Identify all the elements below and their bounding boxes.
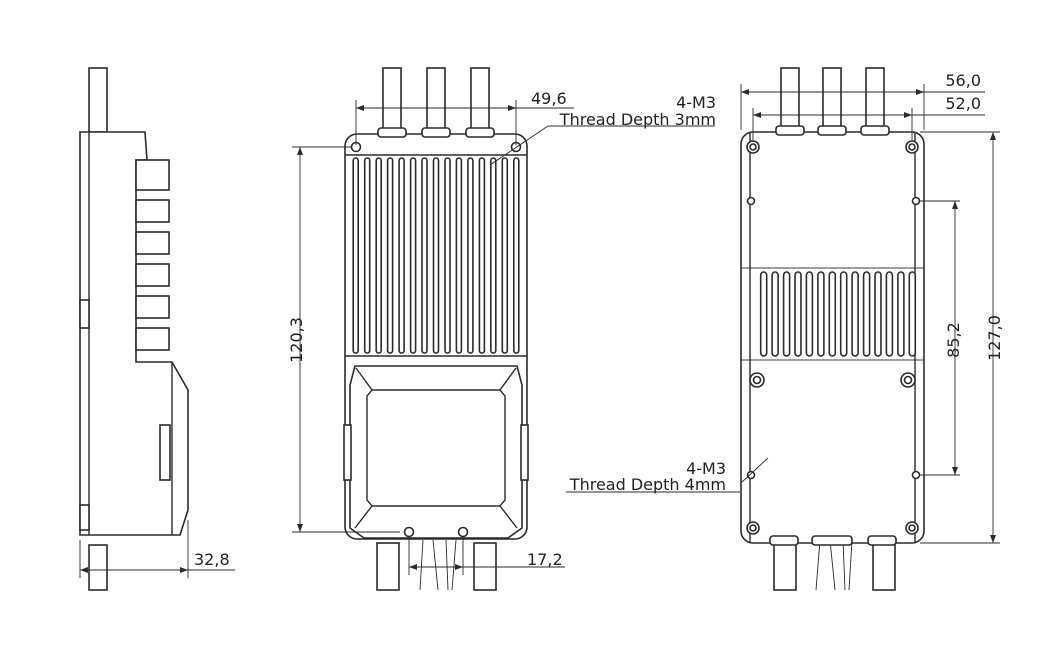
vent-slot	[782, 271, 791, 357]
vent-slot	[828, 271, 837, 357]
heat-sink-fin	[501, 157, 509, 354]
heat-sink-fin	[352, 157, 360, 354]
heat-sink-fin	[455, 157, 463, 354]
side-view	[79, 67, 235, 591]
top-cable-3	[470, 67, 490, 131]
back-cable-2	[822, 67, 842, 131]
back-cable-3	[865, 67, 885, 131]
callout-back-thread: 4-M3	[686, 459, 726, 478]
heat-sink-fin	[478, 157, 486, 354]
side-cable-top	[88, 67, 108, 133]
dim-body-height: 120,3	[287, 317, 306, 363]
callout-top-depth: Thread Depth 3mm	[559, 110, 716, 129]
dim-hole-spacing-width: 52,0	[945, 94, 981, 113]
back-view	[566, 67, 1000, 591]
heat-sink-fin	[363, 157, 371, 354]
heat-sink-fin	[512, 157, 520, 354]
vent-slot	[771, 271, 779, 357]
callout-top-thread: 4-M3	[676, 93, 716, 112]
dim-overall-width: 56,0	[945, 71, 981, 90]
heat-sink-fin	[489, 157, 497, 354]
top-fins	[352, 157, 520, 354]
dim-overall-height: 127,0	[985, 315, 1004, 361]
vent-slot	[817, 271, 825, 357]
callout-back-depth: Thread Depth 4mm	[569, 475, 726, 494]
dim-top-width: 49,6	[531, 89, 567, 108]
side-cable-bottom	[88, 544, 108, 591]
dim-bottom-pitch: 17,2	[527, 550, 563, 569]
back-holes	[746, 140, 921, 535]
top-view	[292, 67, 715, 591]
vent-slot	[862, 271, 871, 357]
back-vents	[759, 271, 917, 357]
vent-slot	[839, 271, 848, 357]
heat-sink-fin	[444, 157, 451, 354]
vent-slot	[759, 271, 768, 357]
heat-sink-fin	[421, 157, 428, 354]
heat-sink-fin	[398, 157, 405, 354]
vent-slot	[874, 271, 882, 357]
top-cable-2	[426, 67, 446, 131]
dim-side-thickness: 32,8	[194, 550, 230, 569]
vent-slot	[908, 271, 917, 357]
vent-slot	[897, 271, 905, 357]
vent-slot	[851, 271, 859, 357]
heat-sink-fin	[375, 157, 383, 354]
bottom-cable-1	[376, 542, 400, 591]
side-fins	[135, 159, 170, 351]
heat-sink-fin	[467, 157, 474, 354]
bottom-cable-2	[473, 542, 497, 591]
heat-sink-fin	[386, 157, 394, 354]
vent-slot	[794, 271, 802, 357]
top-cap	[349, 365, 523, 539]
heat-sink-fin	[409, 157, 417, 354]
top-cable-1	[382, 67, 402, 131]
vent-slot	[805, 271, 814, 357]
heat-sink-fin	[432, 157, 440, 354]
vent-slot	[885, 271, 894, 357]
dim-hole-spacing-height: 85,2	[944, 322, 963, 358]
back-cable-1	[780, 67, 800, 131]
